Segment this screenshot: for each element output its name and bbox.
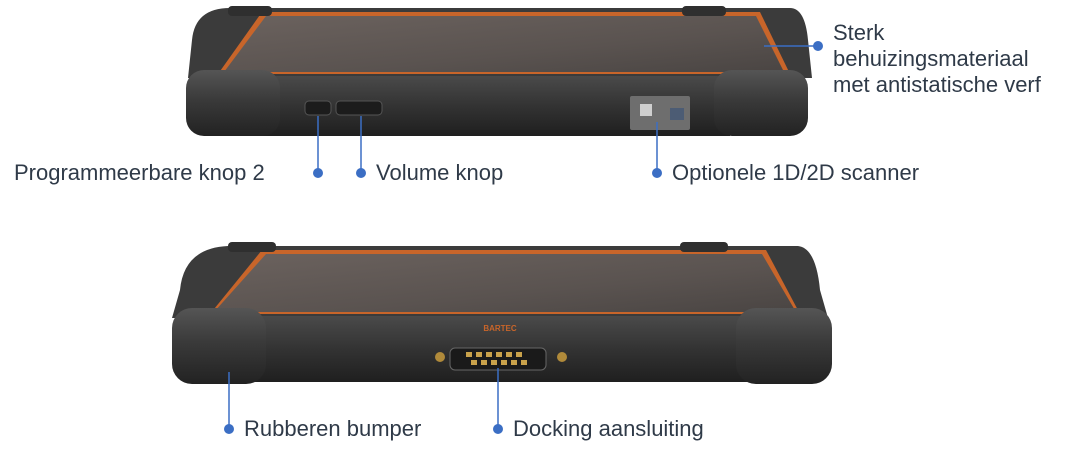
callout-dot-icon — [356, 168, 366, 178]
tablet-bottom-view: BARTEC — [172, 242, 832, 384]
docking-screw-left — [435, 352, 445, 362]
tablet-bottom-corner-left — [228, 242, 276, 252]
callout-lines — [228, 45, 818, 428]
tablet-top-screen — [224, 16, 784, 72]
scanner-sensor — [670, 108, 684, 120]
tablet-bottom-screen — [214, 254, 796, 312]
docking-screw-right — [557, 352, 567, 362]
casing-label-line2: behuizingsmateriaal — [833, 46, 1029, 71]
volume-button-label: Volume knop — [376, 160, 504, 185]
scanner-label: Optionele 1D/2D scanner — [672, 160, 920, 185]
device-brand-logo: BARTEC — [483, 324, 517, 333]
callout-dot-icon — [813, 41, 823, 51]
casing-label-line3: met antistatische verf — [833, 72, 1041, 97]
volume-button — [335, 100, 383, 116]
callout-dot-icon — [493, 424, 503, 434]
callout-dot-icon — [224, 424, 234, 434]
rubber-bumper-right — [736, 308, 832, 384]
docking-connector — [449, 347, 547, 371]
rubber-bumper-left — [172, 308, 266, 384]
tablet-top-corner-right — [682, 6, 726, 16]
callout-dot-icon — [313, 168, 323, 178]
callout-dots — [224, 41, 823, 434]
tablet-top-bumper-right — [714, 70, 808, 136]
scanner-lens — [640, 104, 652, 116]
casing-material-label: Sterk behuizingsmateriaal met antistatis… — [833, 20, 1083, 98]
tablet-top-bumper-left — [186, 70, 280, 136]
callout-dot-icon — [652, 168, 662, 178]
docking-connector-label: Docking aansluiting — [513, 416, 704, 441]
casing-label-line1: Sterk — [833, 20, 885, 45]
programmable-button-2 — [304, 100, 332, 116]
programmable-button-label: Programmeerbare knop 2 — [14, 160, 265, 185]
tablet-bottom-corner-right — [680, 242, 728, 252]
tablet-top-view — [186, 6, 812, 136]
tablet-top-corner-left — [228, 6, 272, 16]
docking-pins — [466, 352, 527, 365]
rubber-bumper-label: Rubberen bumper — [244, 416, 422, 441]
